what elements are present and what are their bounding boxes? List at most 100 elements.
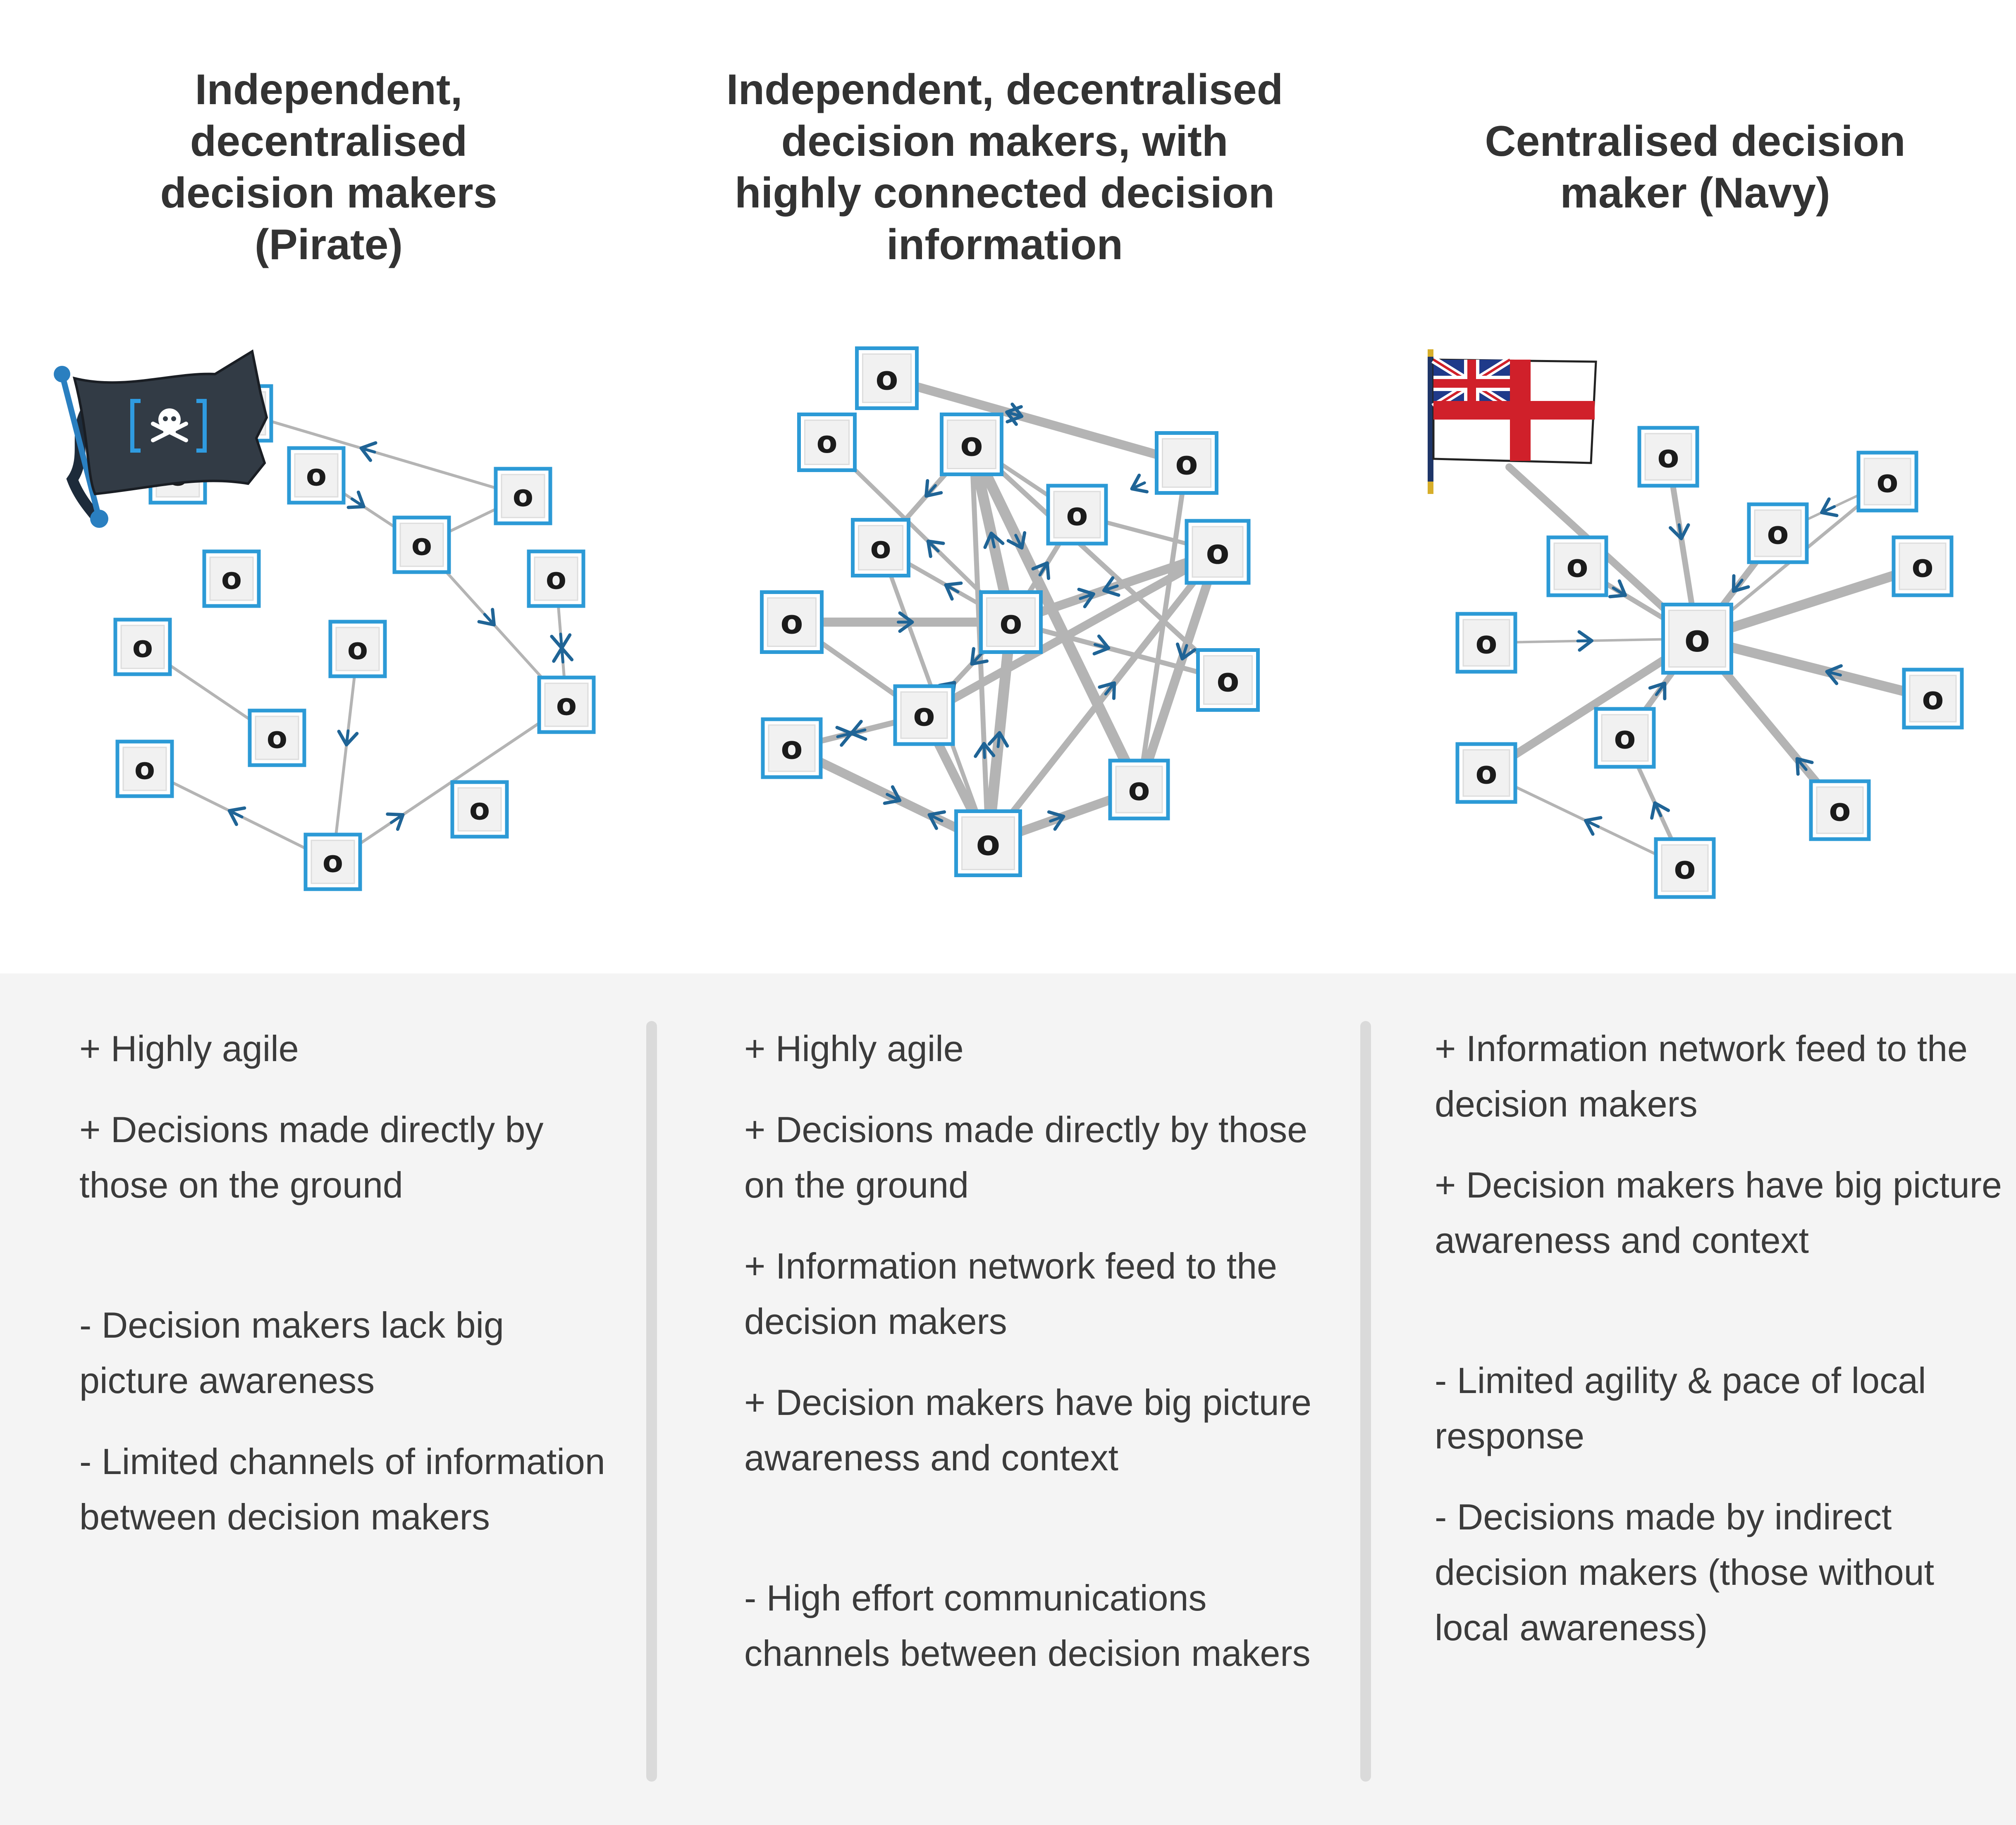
- node-glyph: o: [1829, 792, 1851, 829]
- arrowhead-icon: [1077, 587, 1095, 608]
- information-link: [985, 549, 1221, 847]
- disadvantage-item: - Limited channels of information betwee…: [79, 1441, 605, 1537]
- information-link: [1692, 561, 1928, 644]
- node-glyph: o: [306, 458, 327, 493]
- column-divider: [1360, 1021, 1371, 1782]
- node-glyph: o: [1175, 444, 1198, 482]
- arrowhead-icon: [987, 731, 1009, 748]
- node-glyph: o: [1674, 850, 1696, 887]
- title-line: Independent,: [195, 66, 463, 114]
- arrowhead-icon: [1732, 574, 1750, 593]
- node-glyph: o: [1217, 661, 1240, 699]
- advantage-item: + Decision makers have big picture aware…: [744, 1382, 1311, 1478]
- node-glyph: o: [1476, 625, 1498, 661]
- arrowhead-icon: [477, 608, 496, 627]
- decision-maker-node: o: [979, 590, 1043, 654]
- node-glyph: o: [781, 603, 803, 642]
- arrowhead-icon: [924, 479, 943, 498]
- information-link: [242, 412, 525, 498]
- decision-maker-node: o: [1108, 759, 1170, 821]
- arrowhead-icon: [359, 441, 377, 462]
- arrowhead-icon: [970, 647, 989, 666]
- node-glyph: o: [347, 632, 368, 667]
- arrowhead-icon: [1669, 523, 1690, 540]
- disadvantage-item: - High effort communications channels be…: [744, 1577, 1311, 1674]
- node-glyph: o: [876, 359, 898, 398]
- navy-title: Centralised decision maker (Navy): [1426, 116, 1964, 219]
- information-link: [331, 703, 568, 864]
- pirate-points: + Highly agile+ Decisions made directly …: [79, 1021, 617, 1570]
- skull-crossbones-icon: [130, 399, 207, 453]
- arrowhead-icon: [883, 785, 902, 805]
- arrowhead-icon: [927, 810, 946, 830]
- node-glyph: o: [1567, 548, 1588, 585]
- decision-maker-node: o: [1637, 426, 1699, 488]
- title-line: Independent, decentralised: [726, 66, 1283, 114]
- node-glyph: o: [221, 561, 242, 596]
- connected-title: Independent, decentralised decision make…: [662, 64, 1348, 271]
- decision-maker-node: o: [248, 709, 306, 767]
- decision-maker-node: o: [1155, 431, 1218, 495]
- arrowhead-icon: [1098, 681, 1116, 700]
- node-glyph: o: [1658, 439, 1679, 475]
- arrowhead-icon: [550, 633, 572, 650]
- arrowhead-icon: [1608, 579, 1627, 599]
- decision-maker-node: o: [954, 809, 1022, 877]
- arrowhead-icon: [1577, 630, 1593, 652]
- decision-maker-node: o: [392, 515, 451, 574]
- decision-maker-node: o: [113, 618, 172, 676]
- comparison-panel: [0, 973, 2016, 1825]
- decision-maker-node: o: [1594, 707, 1656, 769]
- arrowhead-icon: [926, 539, 945, 558]
- advantage-item: + Decisions made directly by those on th…: [79, 1109, 544, 1205]
- arrowhead-icon: [1130, 473, 1149, 494]
- information-link: [1692, 634, 1938, 704]
- arrowhead-icon: [898, 611, 914, 633]
- disadvantage-item: - Decision makers lack big picture aware…: [79, 1305, 504, 1401]
- advantage-item: + Decision makers have big picture aware…: [1435, 1164, 2002, 1261]
- arrowhead-icon: [1648, 682, 1667, 701]
- arrowhead-icon: [227, 806, 246, 826]
- title-line: decision makers: [160, 169, 497, 217]
- decision-maker-node: o: [1747, 502, 1809, 564]
- node-glyph: o: [1000, 603, 1022, 642]
- disadvantage-item: - Limited agility & pace of local respon…: [1435, 1360, 1926, 1456]
- node-glyph: o: [134, 751, 155, 787]
- node-glyph: o: [781, 730, 803, 767]
- information-link: [882, 374, 1191, 468]
- decision-maker-node: o: [1185, 519, 1251, 585]
- navy-points: + Information network feed to the decisi…: [1435, 1021, 2005, 1681]
- arrowhead-icon: [1825, 664, 1843, 685]
- arrowhead-icon: [1006, 531, 1027, 550]
- arrowhead-icon: [850, 720, 867, 741]
- node-glyph: o: [1877, 463, 1899, 500]
- arrowhead-icon: [1820, 497, 1839, 518]
- title-line: Centralised decision: [1485, 117, 1906, 165]
- decision-maker-node: o: [1809, 779, 1871, 841]
- navy-ensign-icon: [1428, 349, 1597, 494]
- decision-maker-node: o: [1546, 535, 1608, 597]
- arrowhead-icon: [1795, 757, 1814, 776]
- decision-maker-node: o: [797, 413, 857, 472]
- decision-maker-node: o: [494, 467, 552, 525]
- advantage-item: + Decisions made directly by those on th…: [744, 1109, 1308, 1205]
- node-glyph: o: [1128, 771, 1150, 808]
- node-glyph: o: [411, 527, 432, 563]
- decision-maker-node: o: [537, 675, 596, 734]
- decision-maker-node: o: [1455, 612, 1517, 674]
- decision-maker-node: o: [940, 413, 1003, 476]
- decision-maker-node: o: [1455, 742, 1517, 804]
- title-line: decentralised: [190, 117, 468, 165]
- node-glyph: o: [1684, 617, 1710, 661]
- node-glyph: o: [267, 720, 287, 756]
- node-glyph: o: [322, 845, 343, 880]
- information-link: [1137, 460, 1189, 792]
- title-line: decision makers, with: [781, 117, 1228, 165]
- decision-maker-node: o: [1902, 668, 1964, 730]
- decision-maker-node: o: [761, 717, 823, 779]
- node-glyph: o: [976, 823, 1000, 864]
- title-line: (Pirate): [254, 221, 403, 269]
- advantage-item: + Information network feed to the decisi…: [744, 1245, 1277, 1342]
- arrowhead-icon: [346, 490, 365, 509]
- node-glyph: o: [1476, 755, 1498, 792]
